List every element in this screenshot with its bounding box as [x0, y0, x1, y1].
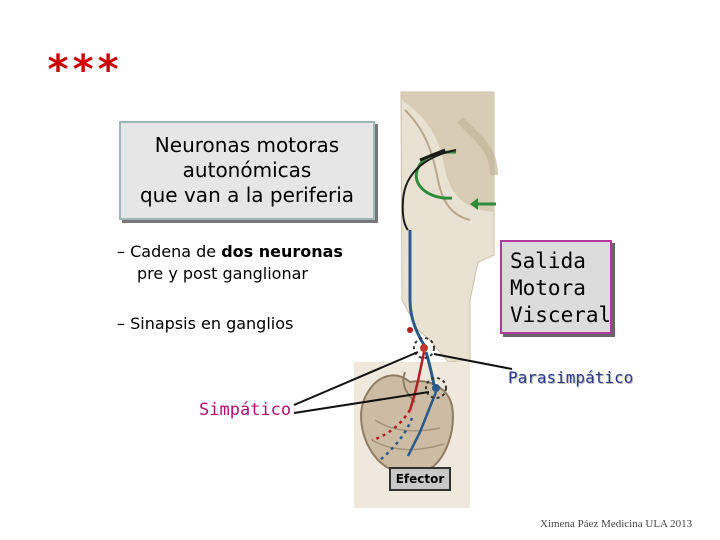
- salida-line-1: Salida: [510, 248, 610, 275]
- salida-motora-box: Salida Motora Visceral: [500, 240, 612, 334]
- efector-label: Efector: [389, 467, 451, 491]
- footer-credit: Ximena Páez Medicina ULA 2013: [540, 518, 692, 530]
- salida-line-3: Visceral: [510, 302, 610, 329]
- simpatico-label: Simpático: [199, 400, 291, 420]
- salida-line-2: Motora: [510, 275, 610, 302]
- ganglion-upper-core: [420, 344, 428, 352]
- red-node-top: [407, 327, 413, 333]
- parasimpatico-label: Parasimpático: [508, 368, 633, 387]
- ganglion-lower-core: [432, 384, 440, 392]
